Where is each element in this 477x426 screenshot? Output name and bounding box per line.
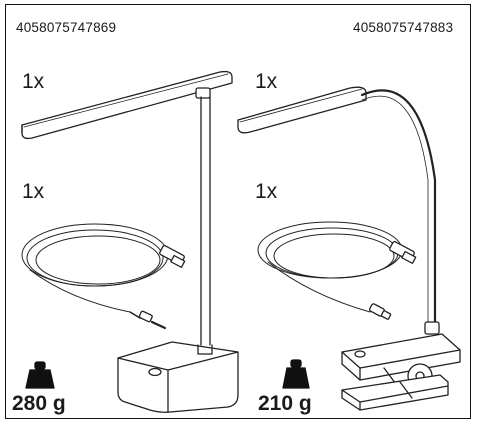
content-frame [5, 4, 471, 419]
clip-lamp-icon [237, 86, 461, 411]
lamp-quantity-right: 1x [255, 70, 278, 93]
usb-dc-cable-icon [21, 223, 186, 330]
weight-left: 280 g [12, 392, 66, 415]
lamp-quantity-left: 1x [22, 70, 45, 93]
article-number-right: 4058075747883 [353, 20, 454, 35]
cable-quantity-left: 1x [22, 180, 45, 203]
weight-icon [25, 361, 55, 389]
weight-icon [282, 359, 310, 389]
article-number-left: 4058075747869 [16, 20, 117, 35]
cable-quantity-right: 1x [255, 180, 278, 203]
desk-lamp-icon [21, 70, 239, 413]
usb-c-cable-icon [257, 221, 417, 320]
weight-right: 210 g [258, 392, 312, 415]
